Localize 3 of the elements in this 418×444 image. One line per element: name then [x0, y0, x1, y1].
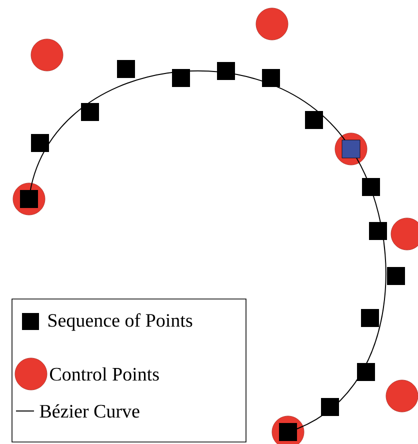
legend-text: Bézier Curve — [40, 404, 140, 418]
legend-text: Sequence of Points — [48, 313, 192, 331]
legend-text: Control Points — [50, 367, 159, 381]
